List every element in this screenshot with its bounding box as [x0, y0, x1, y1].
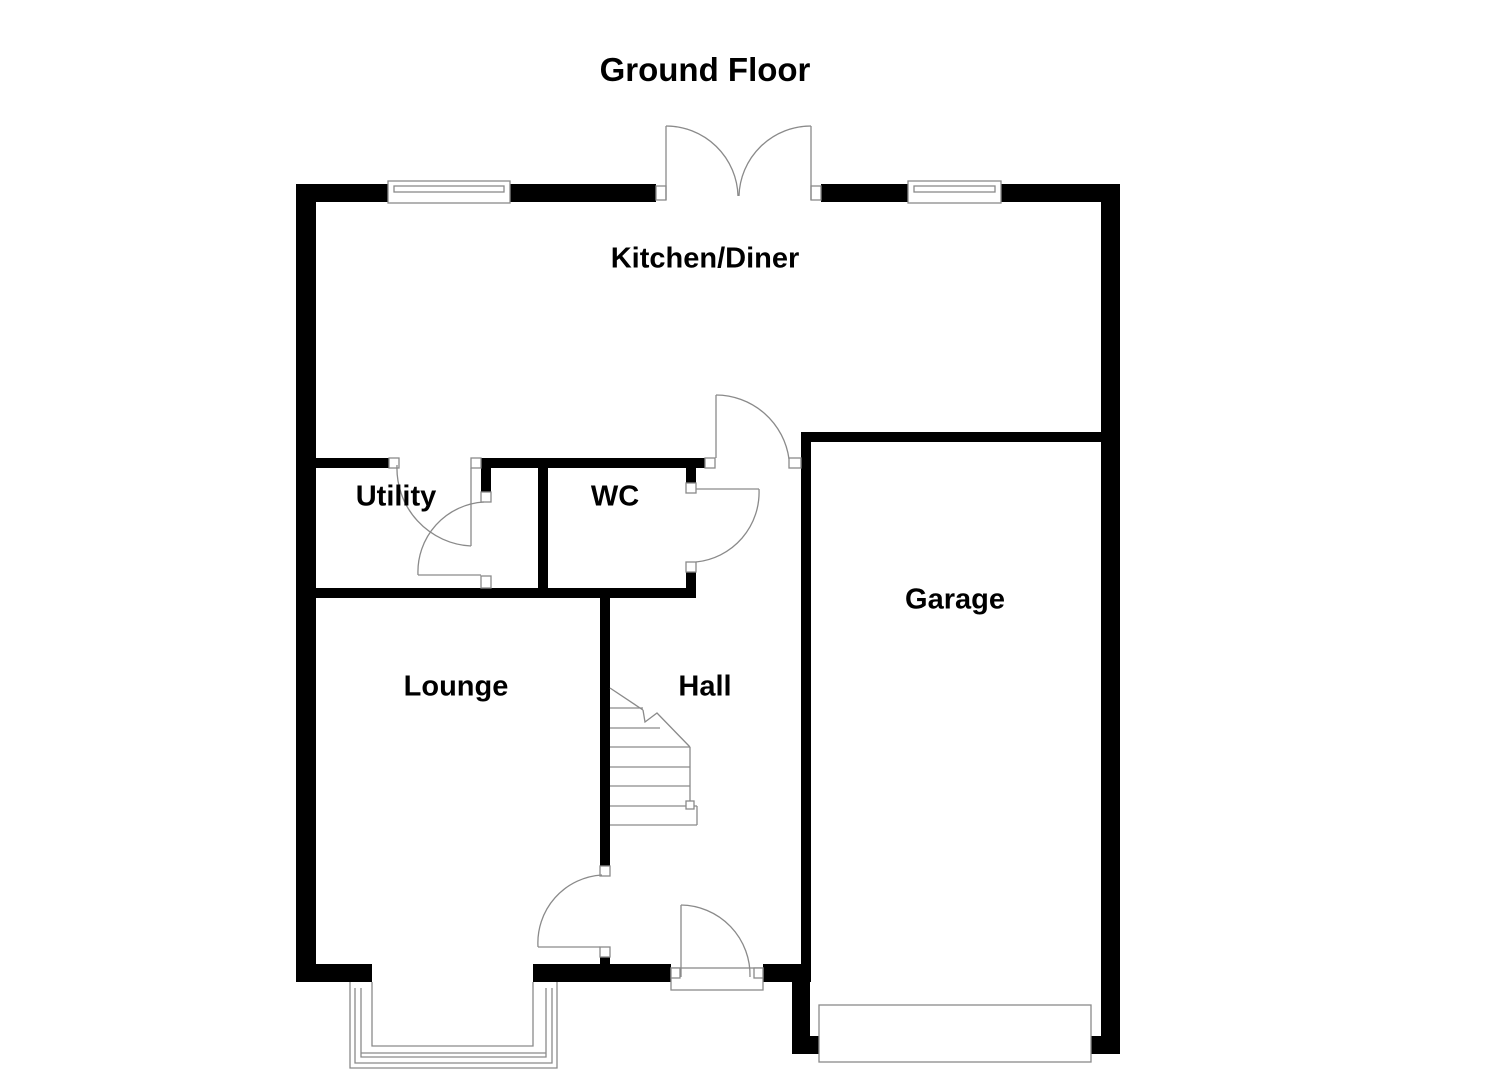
garage-door: [818, 1004, 1092, 1063]
room-label-lounge: Lounge: [403, 670, 509, 703]
room-label-hall: Hall: [678, 670, 732, 703]
outer-walls: [296, 184, 1120, 1054]
room-label-garage: Garage: [905, 583, 1005, 616]
room-label-utility: Utility: [355, 480, 437, 513]
utility-door: [388, 457, 482, 547]
room-label-wc: WC: [590, 480, 640, 513]
kitchen-window-right: [907, 180, 1002, 204]
lounge-bay-window: [349, 982, 558, 1069]
kitchen-window-left: [387, 180, 511, 204]
french-doors-kitchen: [655, 125, 822, 201]
staircase: [609, 687, 698, 826]
room-label-kitchen-diner: Kitchen/Diner: [610, 242, 800, 275]
interior-walls: [316, 432, 1101, 982]
hall-kitchen-door: [704, 394, 802, 469]
utility-cupboard-door: [417, 491, 492, 589]
wc-door: [685, 482, 760, 573]
lounge-door: [537, 865, 611, 958]
floor-title: Ground Floor: [599, 51, 811, 88]
front-door: [670, 904, 764, 991]
